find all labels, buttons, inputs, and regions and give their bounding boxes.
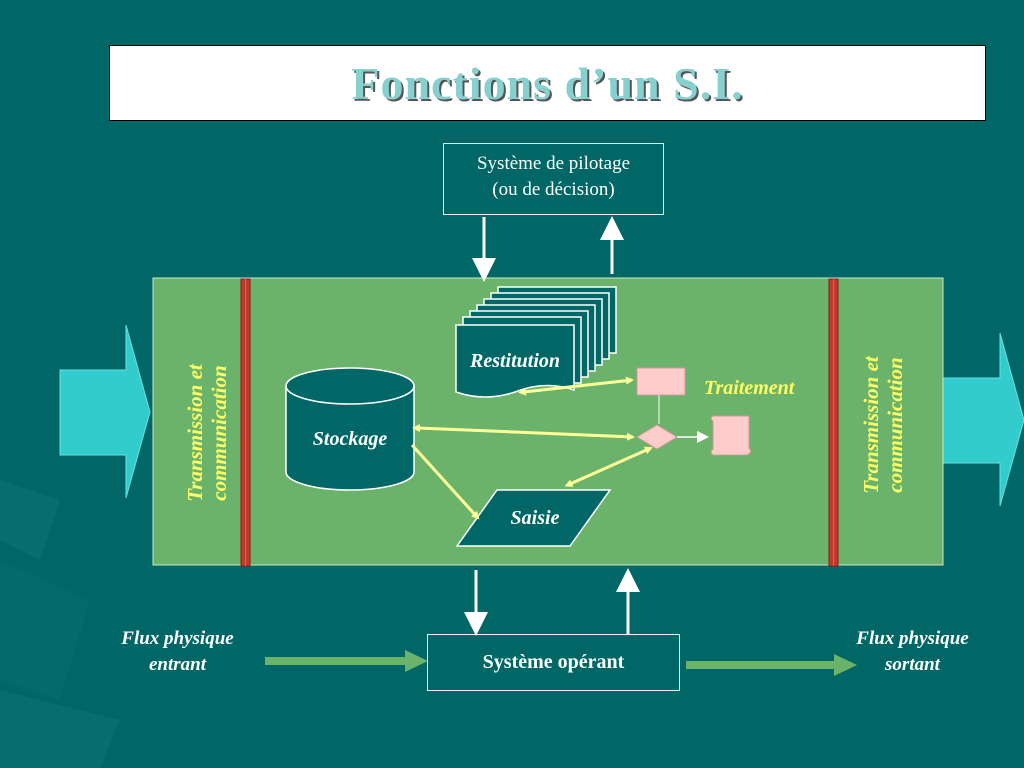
traitement-process-box — [636, 367, 686, 396]
operant-system-label: Système opérant — [482, 651, 625, 673]
right-transmission-line2: communication — [883, 357, 907, 493]
pilotage-label-line2: (ou de décision) — [492, 179, 615, 200]
flux-sortant-line1: Flux physique — [856, 628, 969, 649]
page-title: Fonctions d’un S.I. — [351, 57, 744, 109]
traitement-label: Traitement — [704, 377, 795, 399]
pilotage-system-box: Système de pilotage (ou de décision) — [443, 143, 664, 215]
outflow-big-arrow — [935, 332, 1024, 507]
flux-entrant-line1: Flux physique — [121, 628, 234, 649]
left-transmission-line1: Transmission et — [183, 364, 207, 502]
right-transmission-label: Transmission et communication — [859, 320, 909, 530]
traitement-document-icon — [710, 415, 752, 456]
stockage-database-icon — [285, 367, 415, 491]
right-transmission-line1: Transmission et — [859, 356, 883, 494]
saisie-input-shape — [455, 489, 612, 547]
flux-sortant-line2: sortant — [885, 654, 940, 675]
restitution-label: Restitution — [469, 350, 561, 372]
flux-entrant-label: Flux physique entrant — [95, 626, 260, 678]
operant-system-box: Système opérant — [427, 634, 680, 691]
flux-entrant-line2: entrant — [148, 654, 207, 675]
left-transmission-label: Transmission et communication — [183, 328, 233, 538]
restitution-documents-icon — [455, 286, 617, 398]
stockage-label: Stockage — [312, 428, 388, 450]
title-box: Fonctions d’un S.I. — [109, 45, 986, 121]
left-transmission-line2: communication — [207, 365, 231, 501]
saisie-label: Saisie — [510, 507, 560, 529]
pilotage-label-line1: Système de pilotage — [476, 153, 631, 174]
flux-sortant-label: Flux physique sortant — [830, 626, 995, 678]
inflow-big-arrow — [59, 324, 151, 499]
